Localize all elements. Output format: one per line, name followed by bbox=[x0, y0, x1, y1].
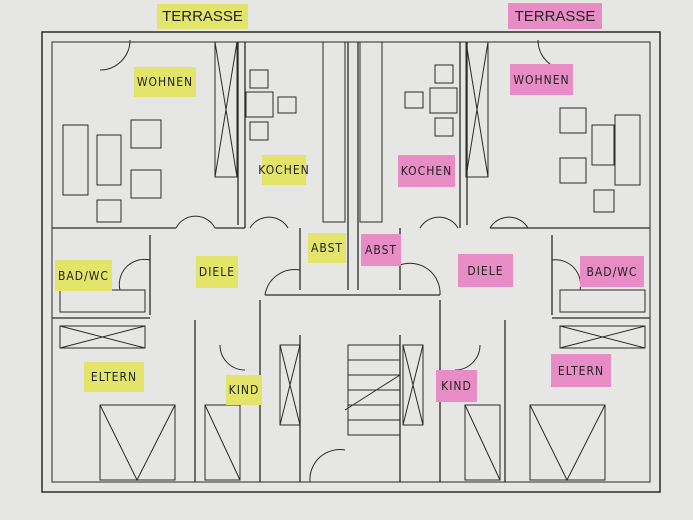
label-badwc-left: BAD/WC bbox=[55, 260, 112, 291]
label-wohnen-left: WOHNEN bbox=[134, 67, 196, 97]
label-abst-left: ABST bbox=[308, 233, 346, 263]
label-eltern-right: ELTERN bbox=[551, 354, 611, 387]
label-kind-right: KIND bbox=[436, 370, 477, 402]
beds bbox=[99, 404, 606, 482]
label-badwc-right: BAD/WC bbox=[580, 256, 644, 287]
label-diele-right: DIELE bbox=[458, 254, 513, 287]
windows-wardrobes bbox=[59, 41, 646, 426]
label-abst-right: ABST bbox=[361, 234, 401, 266]
stairs bbox=[344, 344, 401, 436]
label-wohnen-right: WOHNEN bbox=[510, 64, 573, 95]
label-kochen-left: KOCHEN bbox=[258, 155, 309, 185]
furniture bbox=[59, 41, 646, 313]
label-terrasse-left: TERRASSE bbox=[157, 4, 248, 29]
label-diele-left: DIELE bbox=[196, 256, 238, 288]
label-kind-left: KIND bbox=[226, 375, 262, 405]
interior-walls bbox=[52, 42, 650, 482]
label-kochen-right: KOCHEN bbox=[398, 155, 455, 187]
label-terrasse-right: TERRASSE bbox=[508, 3, 602, 29]
outer-walls bbox=[41, 31, 661, 493]
label-eltern-left: ELTERN bbox=[84, 362, 144, 392]
